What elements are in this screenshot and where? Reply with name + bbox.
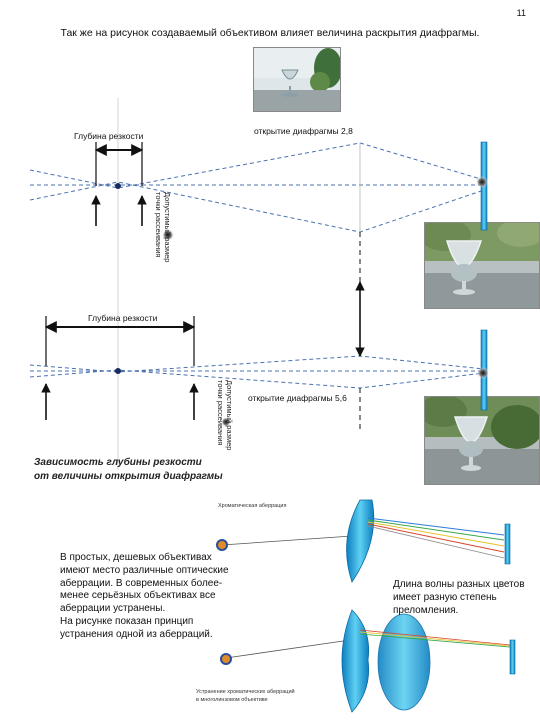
page-title: Так же на рисунок создаваемый объективом… [60, 27, 480, 39]
aberration-description: В простых, дешевых объективах имеют мест… [60, 552, 229, 640]
figure-caption: Зависимость глубины резкости от величины… [34, 457, 223, 482]
aperture-label-bottom: открытие диафрагмы 5,6 [248, 393, 347, 403]
single-lens [346, 499, 375, 583]
light-source-1 [216, 539, 228, 551]
ray-lower-bottom [29, 369, 485, 389]
depth-label-top: Глубина резкости [74, 131, 144, 141]
aberration-correction-diagram [220, 609, 516, 713]
aperture-label-top: открытие диафрагмы 2,8 [254, 126, 353, 136]
wavelength-note: Длина волны разных цветов имеет разную с… [393, 579, 525, 616]
top-ray-diagram [29, 141, 488, 282]
coc-label-bottom: Допустимый размер точки рассеивания [216, 380, 234, 451]
chromatic-label: Хроматическая аберрация [218, 503, 287, 509]
ray-upper-bottom [29, 355, 485, 373]
ray-lower-top [29, 181, 485, 233]
coc-label-top: Допустимый размер точки рассеивания [154, 192, 172, 263]
depth-label-bottom: Глубина резкости [88, 313, 158, 323]
image-point-bottom [477, 367, 489, 379]
focus-point-bottom [115, 368, 121, 374]
ray-upper-top [29, 142, 485, 189]
correcting-lens-2 [377, 613, 431, 711]
bottom-ray-diagram [29, 281, 489, 432]
image-plane-1 [504, 523, 511, 565]
image-plane-2 [509, 639, 516, 675]
blur-spot-bottom [221, 417, 231, 427]
light-source-2 [220, 653, 232, 665]
image-point-top [476, 176, 488, 188]
photo-glass-1 [253, 47, 341, 112]
chromatic-aberration-diagram [216, 499, 511, 583]
correcting-lens-1 [341, 609, 370, 713]
page-number: 11 [516, 8, 526, 18]
focus-point-top [115, 183, 121, 189]
correction-label: Устранение хроматических аберраций в мно… [196, 689, 295, 703]
blur-spot-top [162, 229, 174, 241]
